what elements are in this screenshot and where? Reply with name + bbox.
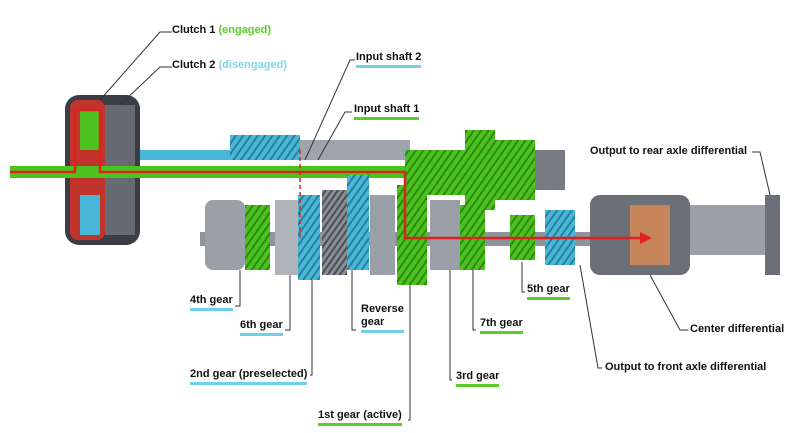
center-differential-label: Center differential <box>690 323 785 335</box>
gear-6-label: 6th gear <box>240 319 283 336</box>
gear-7-label: 7th gear <box>480 317 523 334</box>
clutch-2-name: Clutch 2 <box>172 59 216 71</box>
gear-4-label: 4th gear <box>190 294 233 311</box>
input-shaft-2-label: Input shaft 2 <box>356 51 422 68</box>
clutch-1-state: (engaged) <box>218 24 272 36</box>
input-shaft-1-label: Input shaft 1 <box>354 103 420 120</box>
gear-3-label: 3rd gear <box>456 370 500 387</box>
gear-2-label: 2nd gear (preselected) <box>190 368 308 385</box>
clutch-1-label: Clutch 1 (engaged) <box>172 24 271 37</box>
clutch-1-name: Clutch 1 <box>172 24 216 36</box>
gear-5-label: 5th gear <box>527 283 570 300</box>
gear-1-label: 1st gear (active) <box>318 409 402 426</box>
clutch-2-state: (disengaged) <box>218 59 287 71</box>
clutch-2-label: Clutch 2 (disengaged) <box>172 59 287 72</box>
power-flow-line <box>10 108 640 240</box>
output-rear-label: Output to rear axle differential <box>590 145 748 157</box>
leader-lines <box>99 31 771 421</box>
output-front-label: Output to front axle differential <box>605 361 767 373</box>
reverse-line-2: gear <box>361 316 385 328</box>
reverse-line-1: Reverse <box>361 303 404 315</box>
